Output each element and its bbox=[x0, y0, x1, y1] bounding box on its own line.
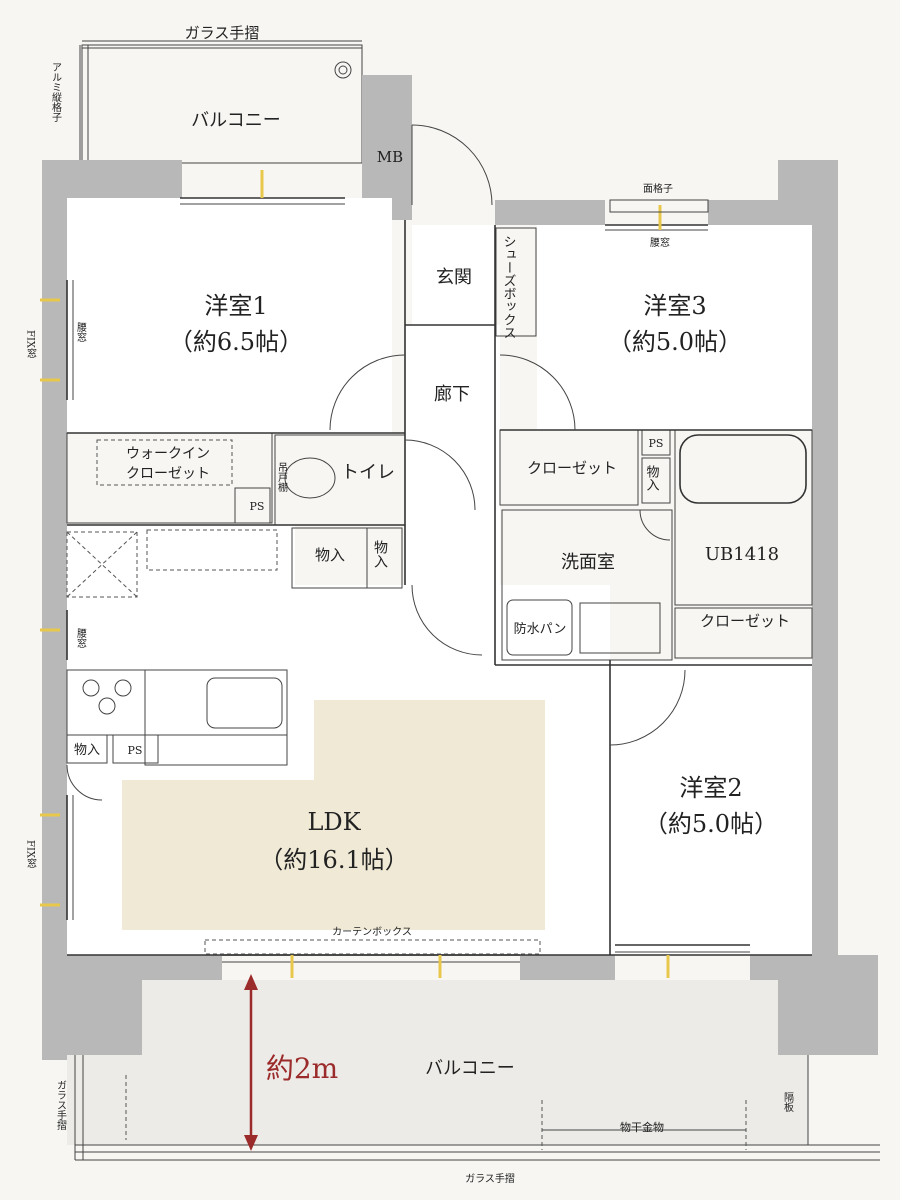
shoe-box-label: シューズボックス bbox=[501, 235, 516, 339]
face-lattice-label: 面格子 bbox=[643, 182, 673, 195]
ldk-label: LDK bbox=[307, 808, 361, 836]
western2-label: 洋室2 bbox=[679, 774, 742, 802]
kitchen-counter bbox=[66, 529, 288, 766]
storage-b-label: 物入 bbox=[372, 540, 388, 568]
hallway-label: 廊下 bbox=[434, 384, 470, 405]
storage-small-label: 物入 bbox=[644, 465, 660, 491]
ldk-size: （約16.1帖） bbox=[259, 846, 408, 874]
drying-label: 物干金物 bbox=[620, 1120, 664, 1134]
balcony-top-label: バルコニー bbox=[191, 110, 281, 131]
alu-lattice-label: アルミ縦格子 bbox=[50, 62, 62, 122]
fix-window-r1-label: FIX窓 bbox=[25, 330, 37, 358]
depth-label: 約2m bbox=[266, 1052, 338, 1085]
ps2-label: PS bbox=[649, 437, 664, 450]
depth-dimension-arrow bbox=[244, 974, 258, 1151]
western1-size: （約6.5帖） bbox=[169, 328, 303, 356]
shelf-label: 吊戸棚 bbox=[276, 462, 288, 493]
toilet-label: トイレ bbox=[341, 462, 395, 483]
western3-size: （約5.0帖） bbox=[608, 328, 742, 356]
waterproof-pan-label: 防水パン bbox=[514, 621, 567, 637]
wet-areas bbox=[112, 429, 813, 764]
waist-window-r3-label: 腰窓 bbox=[650, 236, 670, 249]
fix-window-ldk-label: FIX窓 bbox=[25, 840, 37, 868]
bottom-balcony bbox=[67, 980, 880, 1161]
storage-a-label: 物入 bbox=[315, 546, 345, 564]
walkin-closet-label-1: ウォークイン bbox=[126, 446, 210, 462]
western2-size: （約5.0帖） bbox=[644, 810, 778, 838]
western1-label: 洋室1 bbox=[204, 292, 267, 320]
washroom-label: 洗面室 bbox=[561, 552, 615, 573]
curtain-box-label: カーテンボックス bbox=[332, 926, 412, 938]
ps1-label: PS bbox=[250, 500, 265, 513]
closet-r3-label: クローゼット bbox=[527, 459, 617, 477]
closet-r2-label: クローゼット bbox=[700, 612, 790, 630]
doors bbox=[66, 124, 686, 801]
ps3-label: PS bbox=[128, 744, 143, 757]
entrance-label: 玄関 bbox=[436, 267, 472, 288]
partition-label: 隔板 bbox=[782, 1092, 794, 1113]
waist-window-r1-label: 腰窓 bbox=[75, 322, 87, 342]
ldk-highlight bbox=[122, 700, 545, 930]
glass-rail-top-label: ガラス手摺 bbox=[185, 24, 260, 42]
balcony-bottom-label: バルコニー bbox=[425, 1058, 515, 1079]
walkin-closet-label-2: クローゼット bbox=[126, 466, 210, 482]
western3-label: 洋室3 bbox=[643, 292, 706, 320]
walls bbox=[42, 75, 878, 1060]
labels: ガラス手摺 アルミ縦格子 バルコニー MB 玄関 シューズボックス 面格子 腰窓… bbox=[25, 24, 794, 1185]
unit-bath-label: UB1418 bbox=[705, 544, 779, 565]
mb-label: MB bbox=[377, 148, 403, 166]
storage-kitchen-label: 物入 bbox=[74, 743, 100, 758]
glass-rail-left-label: ガラス手摺 bbox=[55, 1080, 67, 1131]
windows bbox=[40, 170, 750, 978]
waist-window-ldk-label: 腰窓 bbox=[75, 628, 87, 648]
glass-rail-bottom-label: ガラス手摺 bbox=[465, 1172, 515, 1185]
